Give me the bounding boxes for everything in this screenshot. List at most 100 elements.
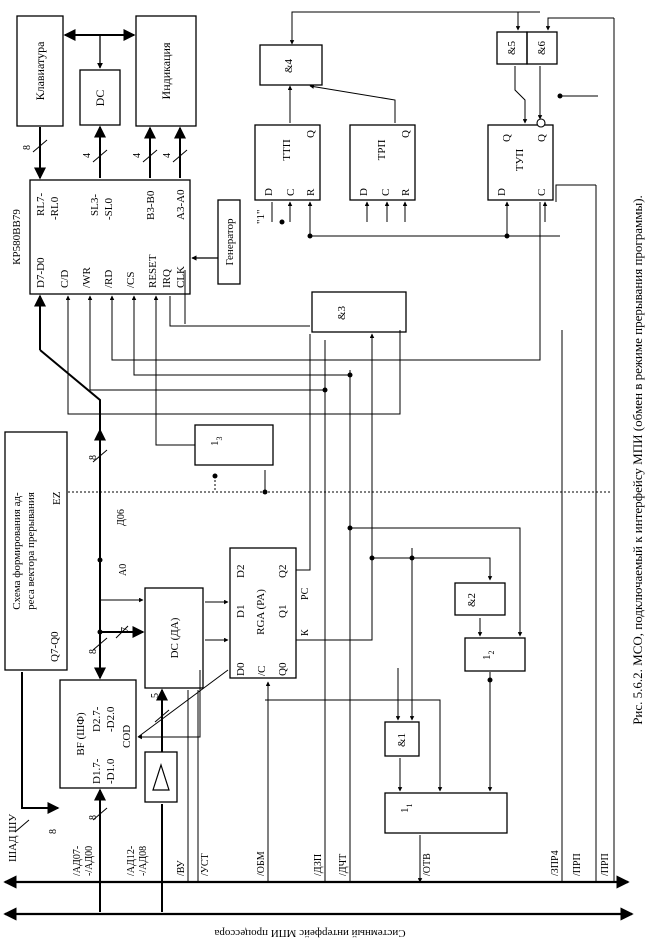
bus-driver-block	[144, 751, 178, 803]
svg-text:IRQ: IRQ	[161, 269, 173, 288]
svg-text:7: 7	[120, 627, 131, 632]
svg-text:8: 8	[88, 649, 99, 654]
svg-text:D1: D1	[235, 605, 247, 618]
svg-text:COD: COD	[121, 725, 133, 748]
or2-label: 12	[481, 651, 496, 661]
svg-text:C: C	[380, 189, 392, 196]
or2-gate	[464, 637, 526, 672]
or3-label: 13	[209, 437, 224, 447]
svg-text:/CS: /CS	[125, 271, 137, 288]
svg-text:-RL0: -RL0	[49, 196, 61, 220]
svg-text:D: D	[358, 188, 370, 196]
dcda-label: DC (ДА)	[169, 617, 181, 658]
and3-gate	[311, 291, 407, 333]
vector-output-label: Q7-Q0	[49, 631, 61, 662]
svg-text:РС: РС	[300, 587, 311, 600]
and4-gate	[259, 44, 323, 86]
misc-labels: 8 8 8 8 7 5 А0 Д06 РС К	[48, 455, 311, 834]
svg-text:D0: D0	[235, 662, 247, 676]
svg-text:8: 8	[88, 815, 99, 820]
and2-gate	[454, 582, 506, 616]
svg-text:/ДЗП: /ДЗП	[313, 854, 324, 876]
svg-text:/RD: /RD	[103, 270, 115, 288]
chip-left-pins: D7-D0 C/D /WR /RD /CS RESET IRQ CLK	[35, 254, 187, 288]
bus-signal-labels: /АД07- -/АД00 /АД12- -/АД08 /ВУ /УСТ /ОБ…	[72, 846, 611, 876]
svg-text:Q: Q	[501, 134, 513, 142]
svg-text:RL7-: RL7-	[35, 192, 47, 216]
trigger-tup: ТУП D C Q Q	[487, 118, 554, 201]
svg-text:-/АД00: -/АД00	[84, 846, 95, 876]
ez-label: EZ	[51, 491, 63, 505]
bus-width-4-a: 4	[162, 153, 173, 158]
or1-label: 11	[399, 804, 414, 814]
chip-top-buses	[32, 125, 188, 180]
chip-kr580vv79	[29, 179, 191, 295]
svg-text:A3-A0: A3-A0	[175, 189, 187, 220]
bus-width-4-b: 4	[132, 153, 143, 158]
svg-text:-SL0: -SL0	[103, 198, 115, 221]
svg-text:ТТП: ТТП	[281, 139, 293, 160]
svg-text:Q2: Q2	[277, 565, 289, 578]
svg-text:D1.7-: D1.7-	[91, 758, 103, 784]
bf-buffer-block	[59, 679, 137, 789]
vector-label-2: реса вектора прерывания	[25, 492, 37, 610]
svg-text:R: R	[400, 188, 412, 196]
svg-text:D7-D0: D7-D0	[35, 257, 47, 288]
svg-text:D2: D2	[235, 565, 247, 578]
svg-text:8: 8	[48, 829, 59, 834]
svg-text:К: К	[300, 629, 311, 636]
svg-text:ТУП: ТУП	[514, 149, 526, 172]
svg-text:/C: /C	[256, 666, 268, 676]
vector-label-1: Схема формирования ад-	[11, 492, 23, 610]
svg-text:Q: Q	[536, 134, 548, 142]
figure-caption: Рис. 5.6.2. МСО, подключаемый к интерфей…	[630, 195, 645, 725]
svg-text:А0: А0	[118, 564, 129, 576]
and3-label: &3	[336, 305, 348, 320]
bus-width-4-dc: 4	[82, 153, 93, 158]
or1-gate	[384, 792, 508, 834]
vector-address-block	[4, 431, 68, 671]
junction-dots	[97, 93, 563, 683]
svg-text:ТРП: ТРП	[376, 140, 388, 161]
svg-text:/ВУ: /ВУ	[176, 859, 187, 876]
rga-label: RGA (PA)	[255, 589, 267, 635]
svg-text:/ДЧТ: /ДЧТ	[338, 854, 349, 876]
rga-register	[229, 547, 297, 679]
keyboard-label: Клавиатура	[33, 41, 47, 101]
svg-text:/АД12-: /АД12-	[126, 846, 137, 876]
svg-text:5: 5	[150, 693, 161, 698]
and6-gate	[526, 31, 558, 65]
and2-label: &2	[466, 593, 478, 607]
svg-text:RESET: RESET	[147, 254, 159, 288]
dc-small-label: DC	[93, 90, 107, 107]
svg-text:/ЗПР4: /ЗПР4	[550, 850, 561, 876]
svg-text:/ПРП: /ПРП	[600, 853, 611, 876]
svg-text:-D1.0: -D1.0	[105, 758, 117, 784]
svg-text:/ОБМ: /ОБМ	[256, 851, 267, 876]
svg-text:C/D: C/D	[59, 270, 71, 288]
svg-text:-D2.0: -D2.0	[105, 706, 117, 732]
shad-label: ШАД ШУ	[7, 814, 19, 862]
svg-text:Q: Q	[400, 130, 412, 138]
generator-label: Генератор	[224, 218, 236, 265]
or3-gate	[194, 424, 274, 466]
svg-text:C: C	[536, 189, 548, 196]
svg-text:/ОТВ: /ОТВ	[422, 853, 433, 876]
trigger-trp: ТРП D C R Q	[349, 124, 416, 201]
and6-label: &6	[536, 40, 548, 55]
indication-label: Индикация	[159, 42, 173, 99]
svg-text:8: 8	[88, 455, 99, 460]
and1-label: &1	[396, 733, 408, 747]
svg-text:C: C	[285, 189, 297, 196]
trigger-ttp: ТТП D C R Q	[254, 124, 321, 201]
svg-text:D2.7-: D2.7-	[91, 706, 103, 732]
svg-text:Q1: Q1	[277, 605, 289, 618]
dc-small-block	[79, 69, 121, 126]
system-bus	[3, 875, 634, 921]
generator-block	[217, 199, 241, 285]
svg-text:Q: Q	[305, 130, 317, 138]
system-bus-label: Системный интерфейс МПИ процессора	[214, 927, 405, 939]
and5-label: &5	[506, 40, 518, 55]
